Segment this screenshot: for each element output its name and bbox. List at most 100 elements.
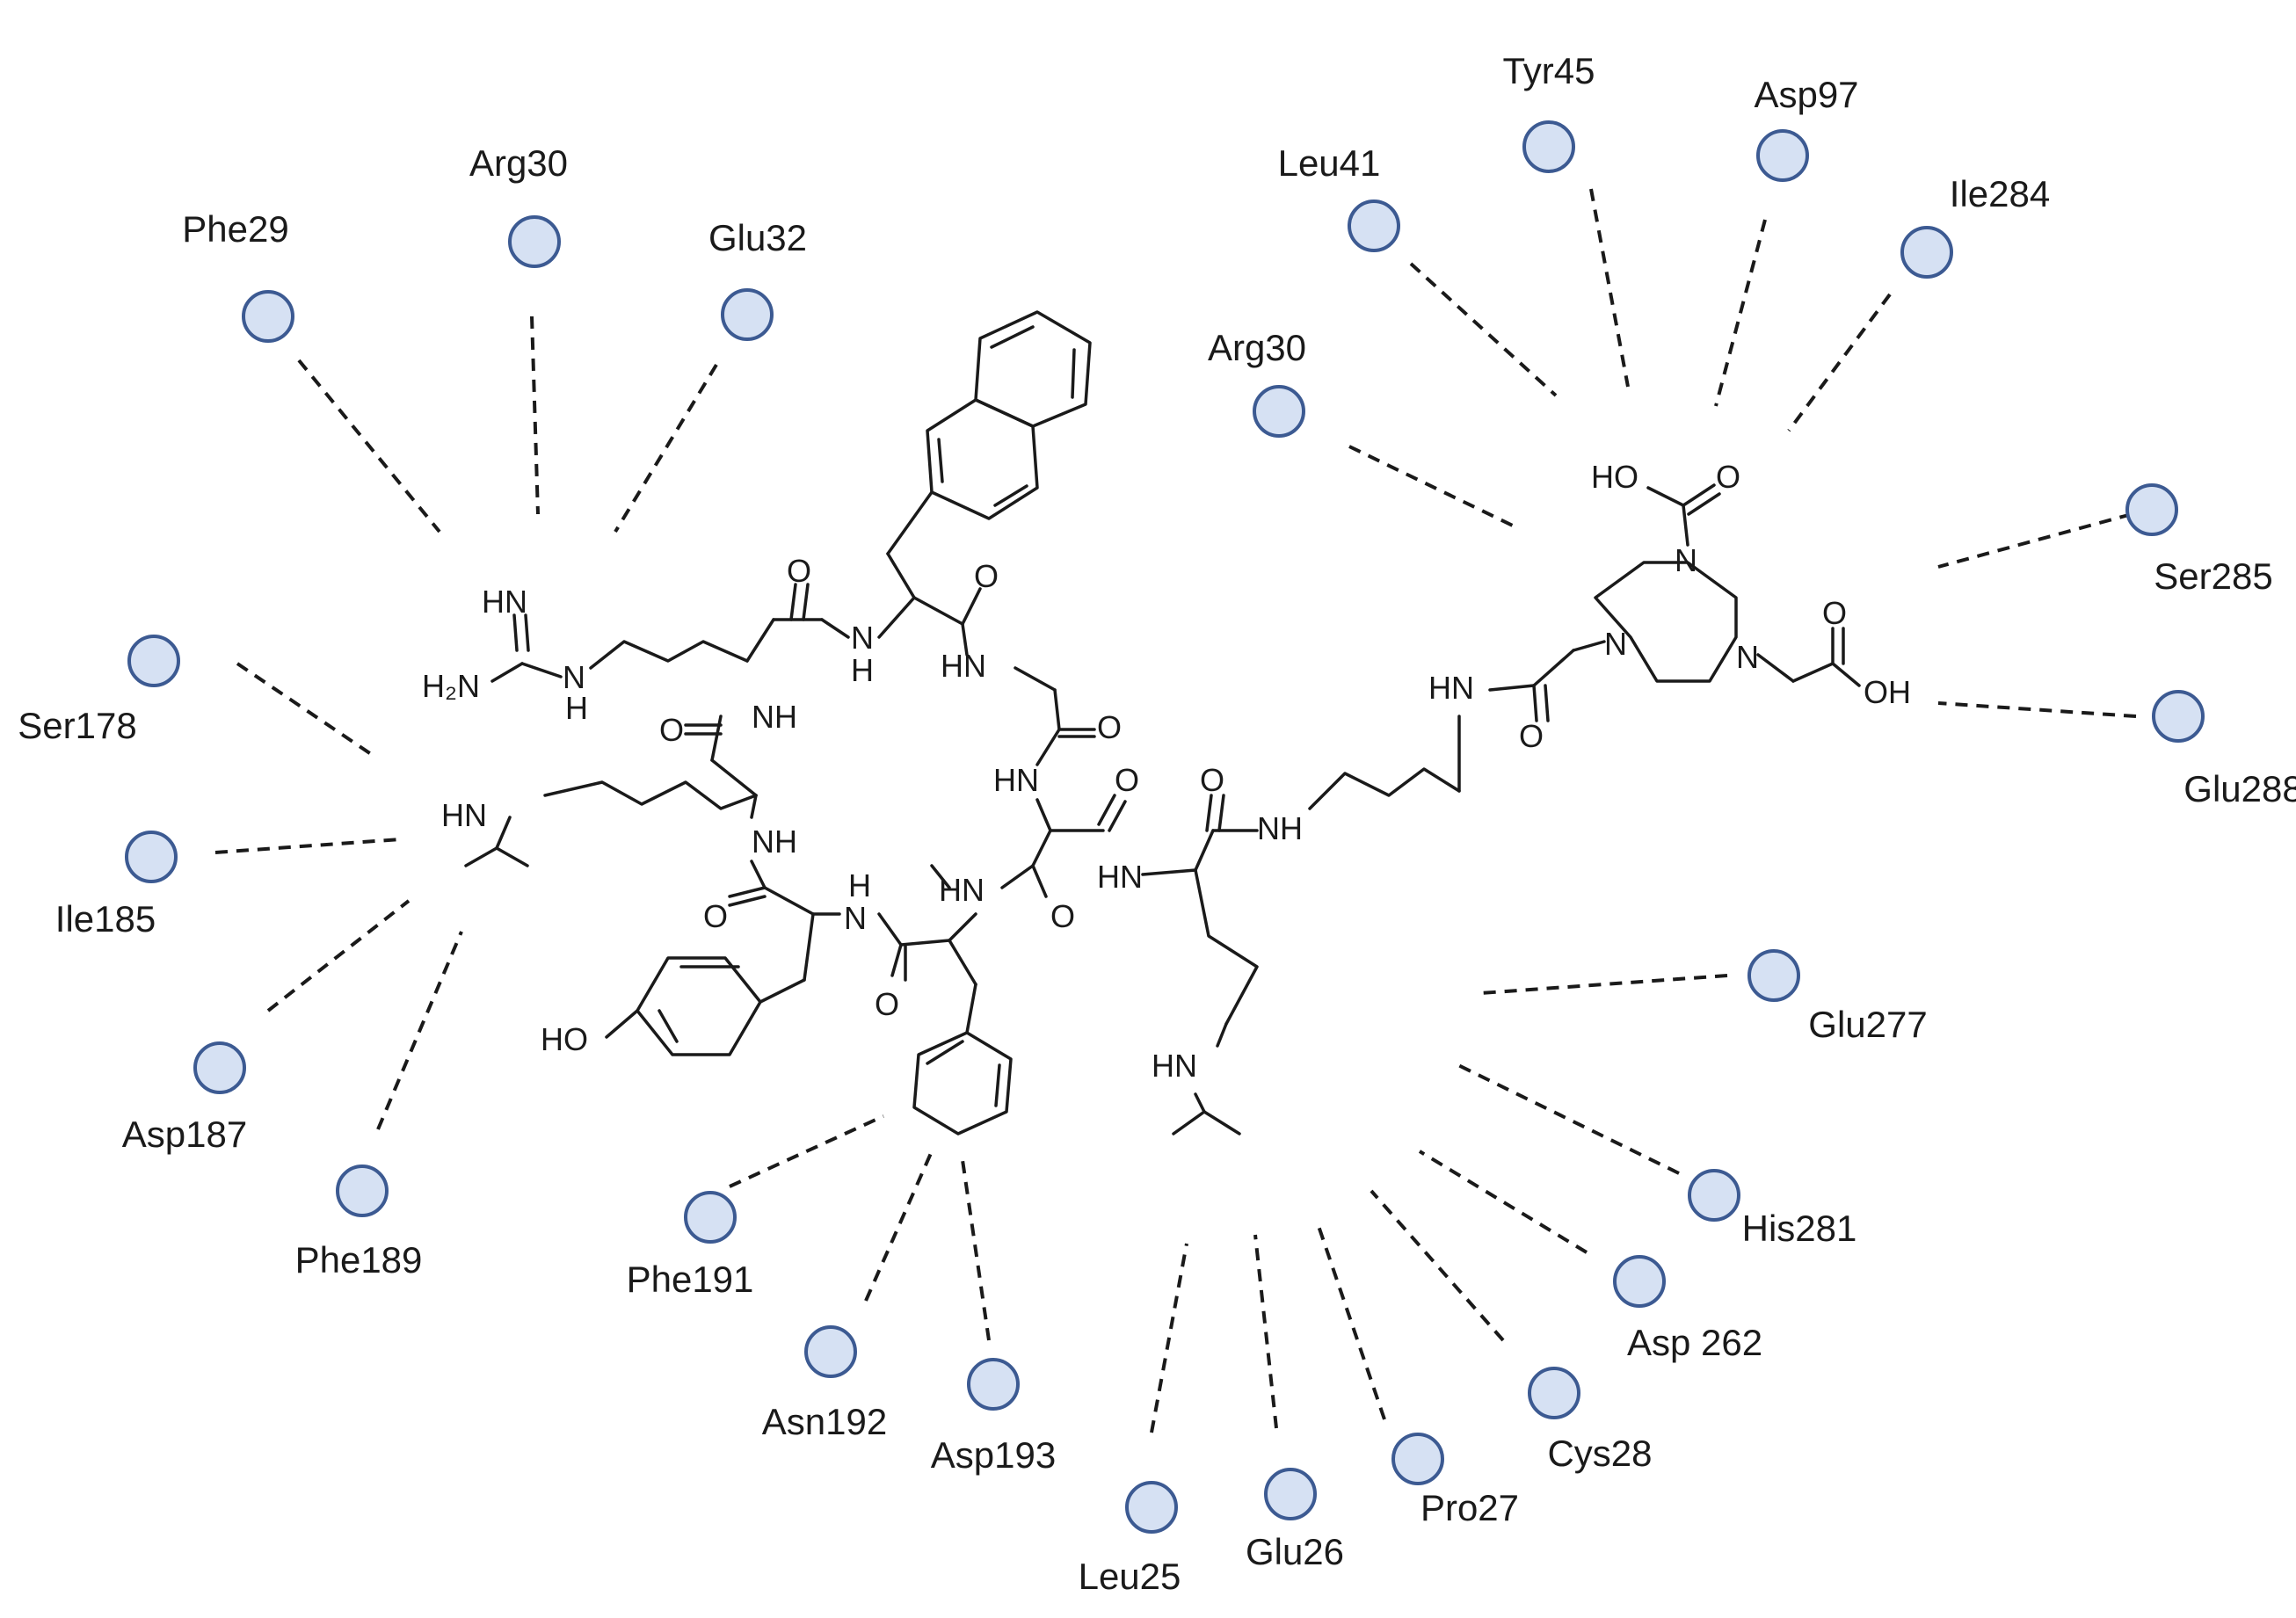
- residue-dot: [127, 635, 180, 687]
- atom-label: HN: [1428, 670, 1474, 706]
- contact-line-phe191: [729, 1114, 884, 1188]
- bond: [543, 780, 758, 810]
- contact-line-ile185: [214, 838, 401, 854]
- residue-dot: [1522, 120, 1575, 173]
- residue-label: Phe191: [627, 1259, 754, 1300]
- atom-label: O: [787, 553, 811, 589]
- residue-label: Pro27: [1420, 1487, 1519, 1528]
- residue-label: Leu41: [1278, 142, 1381, 184]
- residue-glu277: Glu277: [1747, 949, 1928, 1045]
- atom-label: N: [1736, 639, 1759, 675]
- bond: [926, 1040, 964, 1065]
- atom-label: N: [1675, 542, 1697, 578]
- residue-dot: [684, 1191, 737, 1244]
- residue-label: Cys28: [1547, 1433, 1652, 1474]
- bond: [803, 912, 815, 982]
- atom-label: HN: [1152, 1048, 1197, 1084]
- bond: [1682, 504, 1689, 547]
- bond: [877, 596, 916, 639]
- residue-glu32: Glu32: [708, 217, 807, 341]
- residue-dot: [1756, 129, 1809, 182]
- bond: [750, 860, 767, 889]
- residue-glu26: Glu26: [1246, 1468, 1344, 1572]
- residue-leu41: Leu41: [1278, 142, 1400, 252]
- bond: [1031, 864, 1048, 898]
- residue-dot: [2125, 483, 2178, 536]
- bond: [1108, 800, 1127, 832]
- bond: [948, 939, 977, 986]
- bond: [994, 1063, 1001, 1107]
- atom-label: HN: [441, 797, 487, 833]
- atom-label: HO: [541, 1021, 588, 1057]
- atom-label: O: [1097, 709, 1122, 745]
- residue-dot: [1253, 385, 1305, 438]
- naphthalene-ring-a: [926, 398, 1039, 520]
- contact-line-ser285: [1937, 512, 2133, 569]
- bond: [1216, 1022, 1228, 1048]
- residue-leu25: Leu25: [1079, 1481, 1181, 1597]
- residue-asp97: Asp97: [1754, 74, 1859, 182]
- residue-ile284: Ile284: [1900, 173, 2050, 279]
- residue-dot: [1688, 1169, 1740, 1222]
- contact-line-phe29: [297, 359, 441, 533]
- bond: [886, 552, 916, 599]
- contact-line-glu32: [614, 363, 718, 533]
- bond: [1488, 684, 1536, 692]
- residue-phe189: Phe189: [295, 1165, 423, 1281]
- residue-ser178: Ser178: [18, 635, 180, 746]
- residue-label: Asp97: [1754, 74, 1858, 115]
- bond: [1308, 767, 1461, 810]
- atom-label: O: [974, 558, 999, 594]
- atom-label: OH: [1864, 674, 1911, 710]
- residue-dot: [967, 1358, 1020, 1411]
- tyrosine-ring: [636, 956, 762, 1056]
- residue-label: Leu25: [1079, 1556, 1181, 1597]
- atom-label: HN: [1097, 859, 1143, 895]
- residue-dot: [1125, 1481, 1178, 1534]
- bond: [937, 438, 944, 483]
- atom-label: HN: [482, 584, 527, 620]
- residue-label: Ser285: [2154, 555, 2272, 597]
- residue-label: Phe189: [295, 1239, 423, 1281]
- bond: [789, 583, 797, 621]
- residue-label: Asp 262: [1627, 1322, 1762, 1363]
- residue-label: Ile185: [55, 898, 156, 940]
- bond: [524, 613, 530, 652]
- residue-dot: [1528, 1367, 1580, 1419]
- atom-label: O: [1822, 595, 1847, 631]
- contact-line-asp187: [266, 899, 411, 1012]
- atom-label: HN: [993, 762, 1039, 798]
- atom-label: NH: [752, 824, 797, 860]
- bond: [1141, 868, 1197, 876]
- residue-label: Glu277: [1808, 1004, 1927, 1045]
- bond: [605, 1009, 639, 1039]
- atom-label: N: [851, 620, 874, 656]
- bond: [1682, 483, 1716, 507]
- residue-dot: [1391, 1433, 1444, 1485]
- contact-line-tyr45: [1589, 188, 1630, 388]
- residue-phe29: Phe29: [182, 208, 294, 343]
- residue-asp193: Asp193: [931, 1358, 1056, 1476]
- atom-label: O: [1050, 898, 1075, 934]
- contact-line-phe189: [376, 931, 463, 1130]
- bond: [877, 912, 903, 947]
- residue-dot: [1747, 949, 1800, 1002]
- bond: [495, 816, 512, 850]
- naphthalene-ring-b: [974, 310, 1092, 428]
- bond: [961, 622, 969, 657]
- bond: [1202, 1110, 1241, 1136]
- atom-label: O: [659, 712, 684, 748]
- residue-ile185: Ile185: [55, 831, 178, 940]
- contact-lines: [214, 188, 2137, 1433]
- residue-dot: [2152, 690, 2205, 743]
- bond: [512, 613, 519, 652]
- atom-label: HO: [1591, 459, 1638, 495]
- residue-pro27: Pro27: [1391, 1433, 1519, 1528]
- residue-label: Arg30: [1208, 327, 1306, 368]
- residue-label: Glu32: [708, 217, 807, 258]
- contact-line-glu26: [1253, 1234, 1278, 1429]
- residue-dot: [242, 290, 294, 343]
